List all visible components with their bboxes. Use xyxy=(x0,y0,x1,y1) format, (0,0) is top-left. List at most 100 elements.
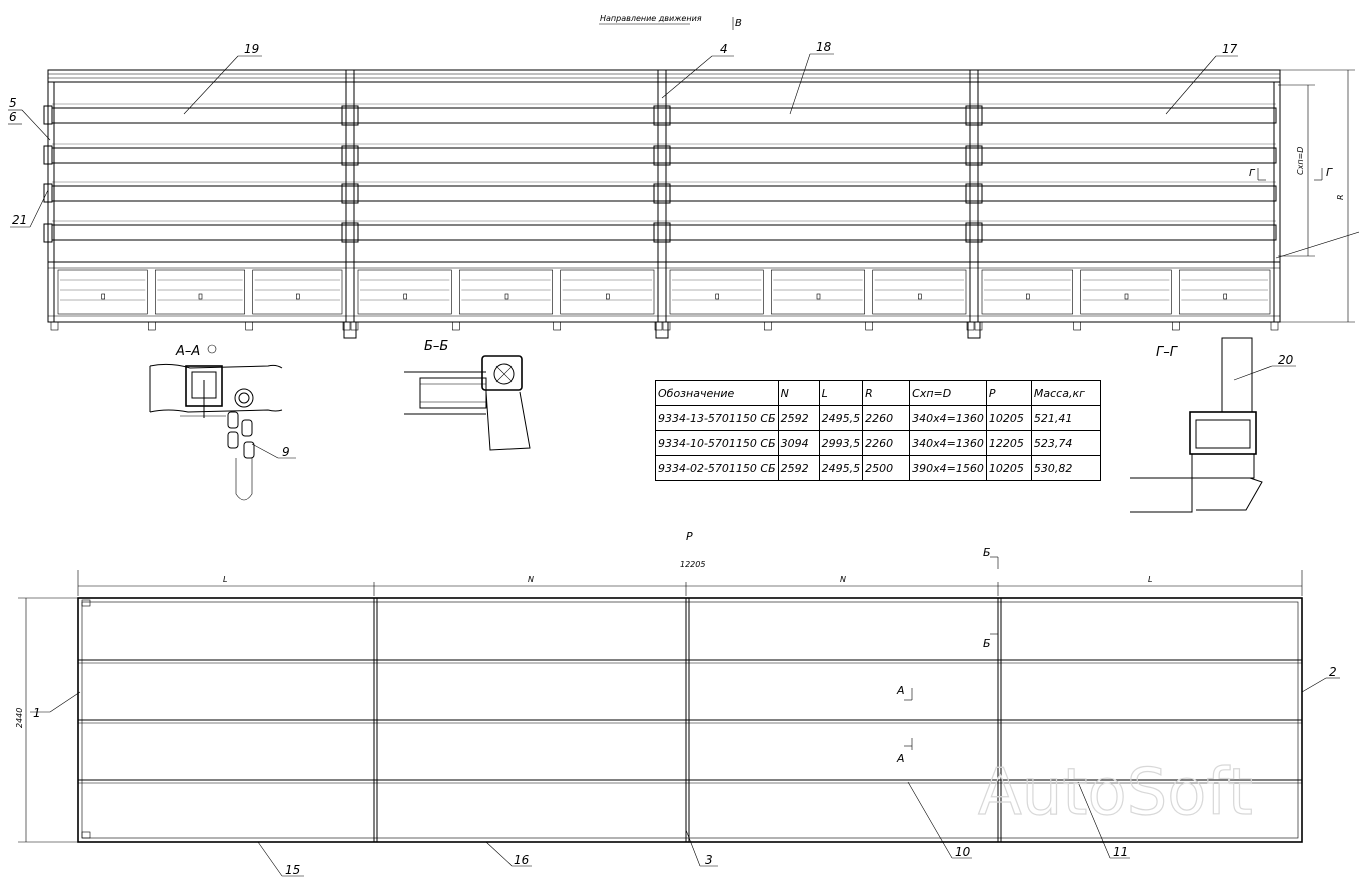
callout-19: 19 xyxy=(244,42,259,56)
panel-latch xyxy=(606,293,610,300)
section-gg-title: Г–Г xyxy=(1156,345,1179,360)
table-cell: 2500 xyxy=(862,455,911,481)
table-cell: 3094 xyxy=(777,430,820,456)
table-cell: 2260 xyxy=(862,430,911,456)
post-bracket xyxy=(653,222,671,243)
table-cell: 10205 xyxy=(985,455,1032,481)
section-bb-detail xyxy=(404,355,531,451)
dim-height-total: R xyxy=(1336,194,1345,200)
view-arrow-a-1: А xyxy=(896,684,905,697)
table-cell: 390х4=1560 xyxy=(909,455,987,481)
callout-4: 4 xyxy=(720,42,728,56)
table-header-cell: R xyxy=(862,380,911,406)
frame-foot xyxy=(342,321,351,331)
frame-foot xyxy=(865,321,873,331)
post-bracket xyxy=(341,105,359,126)
lower-panel-cell xyxy=(57,269,148,315)
table-cell: 2993,5 xyxy=(818,430,864,456)
frame-foot xyxy=(50,321,59,331)
section-aa-detail xyxy=(149,363,283,501)
table-cell: 2495,5 xyxy=(818,405,864,431)
table-cell: 340х4=1360 xyxy=(909,405,987,431)
frame-foot xyxy=(452,321,460,331)
panel-latch xyxy=(1026,293,1030,300)
post-bracket xyxy=(341,145,359,166)
dim-plan-total: 12205 xyxy=(680,560,705,569)
section-aa-title: А–А xyxy=(175,344,200,359)
dim-plan-seg4: L xyxy=(1148,575,1152,584)
table-cell: 530,82 xyxy=(1030,455,1101,481)
panel-latch xyxy=(296,293,300,300)
panel-latch xyxy=(403,293,407,300)
dim-plan-seg3: N xyxy=(840,575,846,584)
frame-foot xyxy=(966,321,975,331)
spec-table: Обозначение N L R Схп=D P Масса,кг 9334-… xyxy=(655,380,1101,481)
panel-latch xyxy=(715,293,719,300)
post-bracket xyxy=(965,145,983,166)
post-bracket xyxy=(341,222,359,243)
table-row: 9334-13-5701150 СБ 2592 2495,5 2260 340х… xyxy=(655,405,1101,431)
frame-foot xyxy=(1270,321,1279,331)
panel-latch xyxy=(1223,293,1227,300)
table-cell: 9334-02-5701150 СБ xyxy=(655,455,779,481)
panel-latch xyxy=(816,293,821,300)
callout-5: 5 xyxy=(9,96,17,110)
table-header-cell: Схп=D xyxy=(909,380,987,406)
callout-9: 9 xyxy=(282,445,290,459)
panel-latch xyxy=(918,293,922,300)
lower-panel-cell xyxy=(252,269,343,315)
panel-latch xyxy=(1124,293,1129,300)
lower-panel-cell xyxy=(155,269,245,315)
panel-latch xyxy=(101,293,105,300)
callout-18: 18 xyxy=(816,40,832,54)
frame-foot xyxy=(764,321,772,331)
table-cell: 2592 xyxy=(777,455,820,481)
post-bracket xyxy=(965,183,983,204)
lower-panel-cell xyxy=(981,269,1073,315)
callout-3: 3 xyxy=(705,853,713,867)
view-arrow-b: В xyxy=(735,18,742,29)
frame-foot xyxy=(1073,321,1081,331)
callout-11: 11 xyxy=(1113,845,1128,859)
table-cell: 9334-13-5701150 СБ xyxy=(655,405,779,431)
post-bracket xyxy=(965,222,983,243)
frame-foot xyxy=(662,321,671,331)
section-gg-detail xyxy=(1130,337,1263,513)
view-arrow-b-plan: Б xyxy=(983,546,991,559)
frame-foot xyxy=(553,321,561,331)
table-cell: 2260 xyxy=(862,405,911,431)
lower-panel-cell xyxy=(459,269,553,315)
dim-plan-seg2: N xyxy=(528,575,534,584)
dim-height-top: Схп=D xyxy=(1296,147,1305,175)
view-arrow-g-right: Г xyxy=(1326,166,1333,179)
table-header-cell: N xyxy=(777,380,820,406)
callout-15: 15 xyxy=(285,863,300,877)
view-arrow-g-left: Г xyxy=(1249,168,1256,179)
table-row: 9334-02-5701150 СБ 2592 2495,5 2500 390х… xyxy=(655,455,1101,481)
callout-2: 2 xyxy=(1329,665,1337,679)
lower-panel-cell xyxy=(357,269,452,315)
lower-panel-cell xyxy=(560,269,655,315)
post-bracket xyxy=(653,183,671,204)
table-header-row: Обозначение N L R Схп=D P Масса,кг xyxy=(655,380,1101,406)
frame-foot xyxy=(974,321,983,331)
dim-plan-width: 2440 xyxy=(15,708,24,728)
frame-foot xyxy=(148,321,156,331)
table-cell: 521,41 xyxy=(1030,405,1101,431)
plan-title: Р xyxy=(686,530,693,543)
table-header-cell: L xyxy=(818,380,864,406)
view-arrow-b-plan-2: Б xyxy=(983,637,991,650)
frame-foot xyxy=(1172,321,1180,331)
post-bracket xyxy=(341,183,359,204)
post-bracket xyxy=(965,105,983,126)
table-cell: 340х4=1360 xyxy=(909,430,987,456)
lower-panel-cell xyxy=(771,269,865,315)
table-cell: 2495,5 xyxy=(818,455,864,481)
callout-16: 16 xyxy=(514,853,530,867)
table-cell: 523,74 xyxy=(1030,430,1101,456)
table-cell: 2592 xyxy=(777,405,820,431)
frame-foot xyxy=(654,321,663,331)
table-header-cell: Обозначение xyxy=(655,380,779,406)
post-bracket xyxy=(653,105,671,126)
